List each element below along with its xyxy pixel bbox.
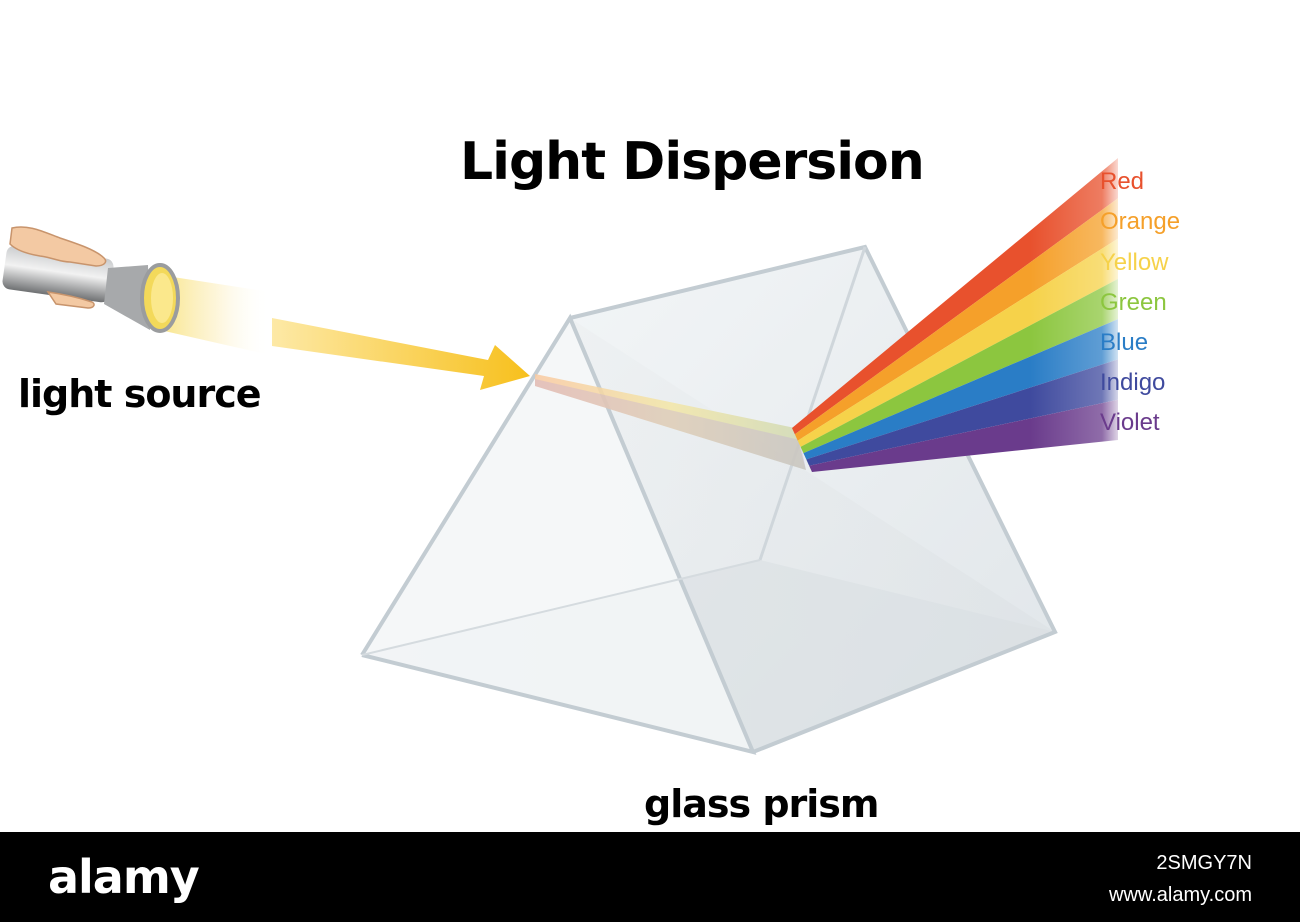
diagram-title: Light Dispersion bbox=[460, 132, 925, 192]
prism-edges bbox=[360, 313, 757, 755]
hand-icon bbox=[9, 226, 107, 309]
flashlight-icon bbox=[2, 245, 180, 333]
internal-ray bbox=[535, 374, 806, 470]
prism-left-face bbox=[362, 318, 753, 752]
spectrum-label-indigo: Indigo bbox=[1100, 369, 1166, 396]
glass-prism bbox=[360, 244, 1058, 755]
prism-inner-edge bbox=[758, 246, 867, 561]
spectrum-label-yellow: Yellow bbox=[1100, 249, 1169, 276]
spectrum-label-blue: Blue bbox=[1100, 329, 1149, 356]
spectrum-label-red: Red bbox=[1100, 168, 1145, 195]
spectrum-label-green: Green bbox=[1100, 289, 1167, 316]
diagram-svg bbox=[2, 150, 1120, 755]
prism-floor-edge bbox=[361, 559, 761, 656]
brand-logo: alamy bbox=[48, 850, 200, 904]
light-cone bbox=[160, 275, 270, 355]
spectrum-fade bbox=[1030, 150, 1120, 470]
image-id: 2SMGY7N bbox=[1156, 852, 1252, 874]
spectrum-label-orange: Orange bbox=[1100, 208, 1181, 235]
watermark-footer: alamy 2SMGY7N www.alamy.com bbox=[0, 832, 1300, 922]
spectrum-label-violet: Violet bbox=[1100, 409, 1160, 436]
light-arrow bbox=[272, 318, 530, 390]
site-url: www.alamy.com bbox=[1109, 884, 1252, 906]
glass-prism-label: glass prism bbox=[644, 782, 880, 826]
light-source-label: light source bbox=[18, 372, 262, 416]
incoming-beam bbox=[160, 275, 530, 390]
